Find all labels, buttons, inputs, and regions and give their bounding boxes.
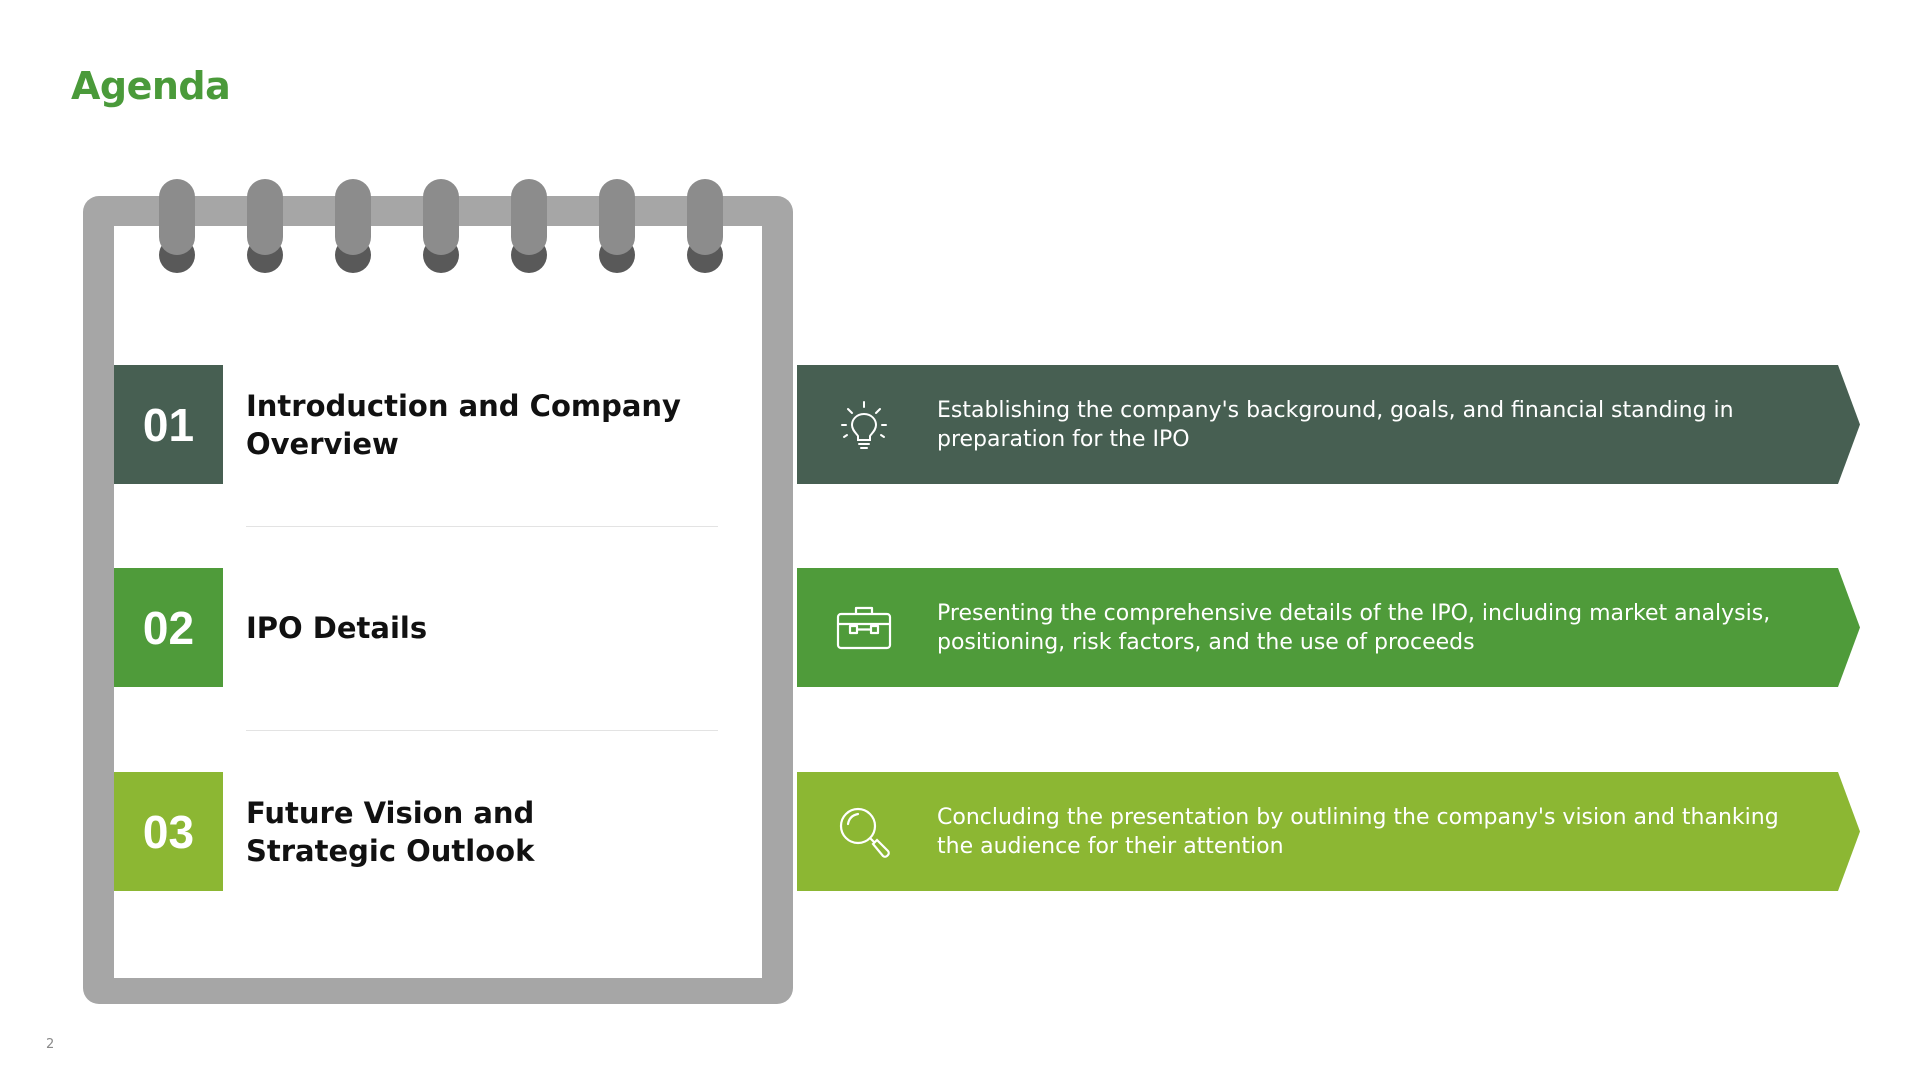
agenda-item-title-02: IPO Details bbox=[246, 610, 428, 645]
item-divider bbox=[246, 526, 718, 527]
agenda-description-01: Establishing the company's background, g… bbox=[937, 397, 1734, 452]
spiral-ring bbox=[159, 179, 195, 273]
item-divider bbox=[246, 730, 718, 731]
spiral-ring bbox=[335, 179, 371, 273]
spiral-ring bbox=[599, 179, 635, 273]
spiral-ring bbox=[247, 179, 283, 273]
agenda-item-title-03: Future Vision and Strategic Outlook bbox=[246, 795, 535, 868]
magnifier-icon bbox=[839, 807, 890, 858]
slide-title: Agenda bbox=[71, 64, 231, 108]
briefcase-icon bbox=[836, 606, 892, 650]
lightbulb-icon bbox=[841, 401, 887, 449]
agenda-number-01: 01 bbox=[114, 365, 223, 484]
agenda-description-02: Presenting the comprehensive details of … bbox=[937, 600, 1771, 655]
agenda-number-03: 03 bbox=[114, 772, 223, 891]
agenda-arrow-01: Establishing the company's background, g… bbox=[797, 365, 1860, 484]
agenda-item-title-01: Introduction and Company Overview bbox=[246, 388, 681, 461]
agenda-arrow-03: Concluding the presentation by outlining… bbox=[797, 772, 1860, 891]
spiral-ring bbox=[511, 179, 547, 273]
agenda-description-03: Concluding the presentation by outlining… bbox=[937, 804, 1779, 859]
agenda-number-02: 02 bbox=[114, 568, 223, 687]
page-number: 2 bbox=[46, 1037, 55, 1052]
spiral-ring bbox=[423, 179, 459, 273]
agenda-arrow-02: Presenting the comprehensive details of … bbox=[797, 568, 1860, 687]
spiral-ring bbox=[687, 179, 723, 273]
